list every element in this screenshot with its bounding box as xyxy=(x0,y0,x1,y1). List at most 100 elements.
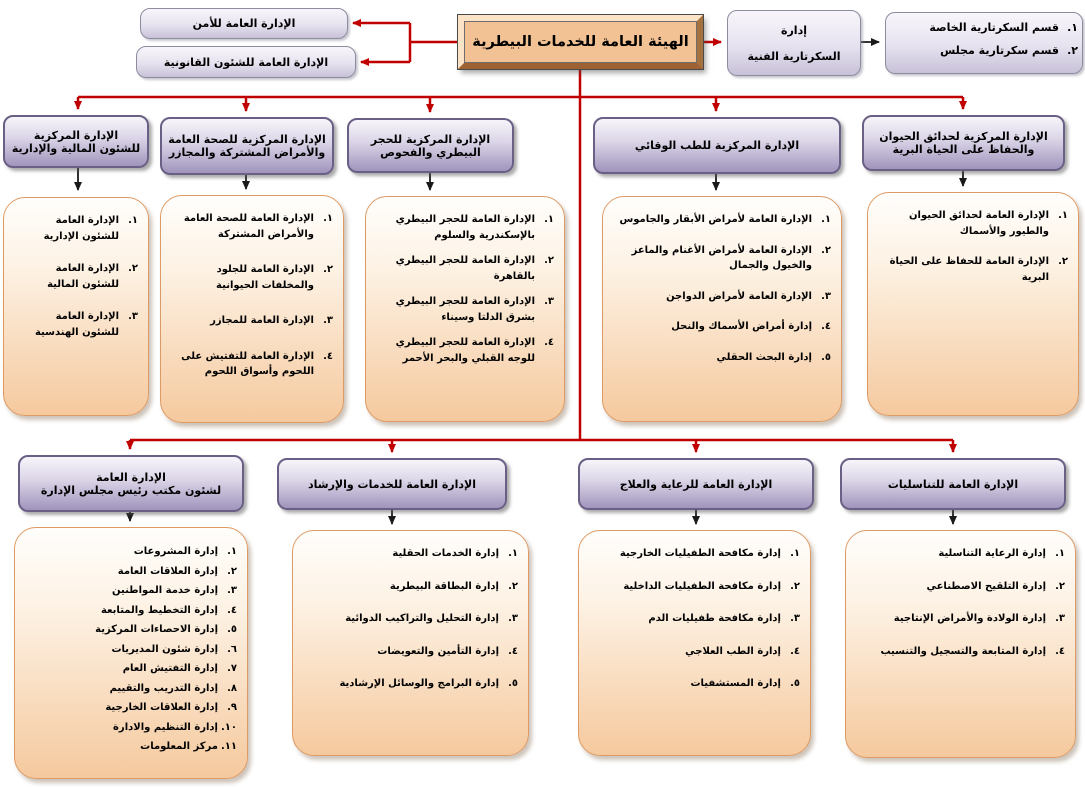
item-number: ١٠. xyxy=(220,721,237,733)
central-preventive-medicine-items: ١.الإدارة العامة لأمراض الأبقار والجاموس… xyxy=(609,212,831,365)
legal-affairs-box: الإدارة العامة للشئون القانونية xyxy=(136,46,356,78)
item-text: الإدارة العامة للحجر البيطري بالقاهرة xyxy=(395,255,535,282)
list-item: ٢.قسم سكرتارية مجلس xyxy=(882,43,1078,58)
item-text: إدارة المستشفيات xyxy=(690,678,781,689)
services-extension-header: الإدارة العامة للخدمات والإرشاد xyxy=(277,458,507,510)
item-text: الإدارة العامة لأمراض الأبقار والجاموس xyxy=(619,214,812,225)
list-item: ٧.إدارة التفتيش العام xyxy=(21,660,237,678)
list-item: ١٠.إدارة التنظيم والادارة xyxy=(21,719,237,737)
central-finance-admin-items: ١.الإدارة العامة للشئون الإدارية ٢.الإدار… xyxy=(34,213,138,340)
item-number: ١. xyxy=(1067,20,1078,34)
item-text: إدارة التلقيح الاصطناعي xyxy=(926,580,1046,592)
item-number: ٤. xyxy=(508,645,518,657)
item-text: إدارة أمراض الأسماك والنحل xyxy=(671,321,812,332)
chairman-office-list: ١.إدارة المشروعات ٢. إدارة العلاقات العامة… xyxy=(14,527,248,779)
title-line: إدارة xyxy=(780,23,807,37)
list-item: ٥.إدارة البرامج والوسائل الإرشادية xyxy=(299,676,518,692)
item-text: الإدارة العامة للحجر البيطري بالإسكندرية… xyxy=(395,214,535,241)
item-number: ٣. xyxy=(821,290,831,302)
list-item: ٤.إدارة أمراض الأسماك والنحل xyxy=(609,319,831,335)
item-text: إدارة التأمين والتعويضات xyxy=(377,645,499,657)
item-text: إدارة البرامج والوسائل الإرشادية xyxy=(339,678,499,689)
item-text: إدارة خدمة المواطنين xyxy=(111,585,218,596)
list-item: ٢.الإدارة العامة للحفاظ على الحياة البري… xyxy=(874,254,1068,285)
list-item: ٢.الإدارة العامة للحجر البيطري بالقاهرة xyxy=(372,253,554,284)
item-text: الإدارة العامة للجلود والمخلفات الحيواني… xyxy=(216,264,314,291)
item-text: إدارة البحث الحقلي xyxy=(716,351,812,363)
item-number: ٥. xyxy=(821,351,831,363)
item-text: إدارة التدريب والتقييم xyxy=(109,682,218,694)
item-number: ٣. xyxy=(1055,613,1065,624)
list-item: ١١.مركز المعلومات xyxy=(21,738,237,756)
list-item: ٣.الإدارة العامة للحجر البيطري بشرق الدل… xyxy=(372,294,554,325)
item-text: إدارة التخطيط والمتابعة xyxy=(100,604,218,616)
title-line: البيطري والفحوص xyxy=(380,145,481,159)
list-item: ٨.إدارة التدريب والتقييم xyxy=(21,680,237,698)
list-item: ١.الإدارة العامة للشئون الإدارية xyxy=(34,213,138,244)
item-number: ٣. xyxy=(227,585,237,596)
item-number: ١. xyxy=(544,214,554,225)
item-number: ٢. xyxy=(508,580,518,592)
list-item: ٢.إدارة التلقيح الاصطناعي xyxy=(852,579,1065,595)
list-item: ٦.إدارة شئون المديريات xyxy=(21,641,237,659)
list-item: ٢. إدارة مكافحة الطفيليات الداخلية xyxy=(585,579,800,595)
item-text: إدارة العلاقات العامة xyxy=(117,565,218,577)
list-item: ٣.إدارة مكافحة طفيليات الدم xyxy=(585,611,800,627)
item-number: ١. xyxy=(1055,548,1065,559)
item-text: إدارة العلاقات الخارجية xyxy=(105,702,218,713)
list-item: ١.الإدارة العامة لأمراض الأبقار والجاموس xyxy=(609,212,831,228)
item-text: الإدارة العامة للحجر البيطري للوجه القبل… xyxy=(395,337,535,364)
list-item: ١. قسم السكرتارية الخاصة xyxy=(882,20,1078,35)
list-item: ٢.الإدارة العامة لأمراض الأغنام والماعز … xyxy=(609,243,831,274)
item-number: ٥. xyxy=(227,624,237,635)
item-text: إدارة شئون المديريات xyxy=(111,643,218,655)
title-line: الإدارة المركزية xyxy=(33,128,119,142)
item-number: ٢. xyxy=(821,244,831,256)
item-text: قسم سكرتارية مجلس xyxy=(940,44,1059,57)
item-number: ٤. xyxy=(1055,645,1065,657)
central-finance-admin-list: ١.الإدارة العامة للشئون الإدارية ٢.الإدار… xyxy=(3,197,149,416)
secretariat-sections-box: ١. قسم السكرتارية الخاصة ٢.قسم سكرتارية مج… xyxy=(885,12,1083,74)
secretariat-sections-list: ١. قسم السكرتارية الخاصة ٢.قسم سكرتارية مج… xyxy=(878,20,1085,67)
list-item: ١. الإدارة العامة لحدائق الحيوان والطيور … xyxy=(874,208,1068,239)
item-number: ٤. xyxy=(790,645,800,657)
list-item: ٥.إدارة المستشفيات xyxy=(585,676,800,692)
item-text: إدارة التنظيم والادارة xyxy=(113,721,218,733)
item-text: قسم السكرتارية الخاصة xyxy=(929,20,1059,34)
title-line: الإدارة المركزية للصحة العامة xyxy=(168,133,326,146)
list-item: ٢.الإدارة العامة للشئون المالية xyxy=(34,261,138,292)
item-number: ١. xyxy=(227,546,237,557)
list-item: ٣.الإدارة العامة لأمراض الدواجن xyxy=(609,289,831,305)
title-line: الإدارة المركزية للطب الوقائي xyxy=(634,139,800,152)
item-text: إدارة مكافحة طفيليات الدم xyxy=(648,613,781,624)
item-number: ٣. xyxy=(508,613,518,624)
item-text: الإدارة العامة لحدائق الحيوان والطيور وا… xyxy=(908,210,1049,237)
reproduction-list: ١.إدارة الرعاية التناسلية ٢.إدارة التلقيح… xyxy=(845,530,1076,758)
item-number: ١. xyxy=(1058,210,1068,221)
item-number: ١١. xyxy=(220,741,237,752)
list-item: ١.إدارة الرعاية التناسلية xyxy=(852,546,1065,562)
item-number: ٢. xyxy=(790,580,800,592)
item-text: إدارة البطاقة البيطرية xyxy=(389,580,499,592)
list-item: ٢. إدارة العلاقات العامة xyxy=(21,563,237,581)
item-text: إدارة التفتيش العام xyxy=(122,663,218,674)
item-number: ٢. xyxy=(227,565,237,577)
item-text: الإدارة العامة للتفتيش على اللحوم وأسواق… xyxy=(181,350,314,378)
reproduction-items: ١.إدارة الرعاية التناسلية ٢.إدارة التلقيح… xyxy=(852,546,1065,659)
item-number: ١. xyxy=(323,213,333,224)
item-text: إدارة مكافحة الطفيليات الداخلية xyxy=(623,580,781,592)
list-item: ١.إدارة المشروعات xyxy=(21,543,237,561)
list-item: ٣.الإدارة العامة للشئون الهندسية xyxy=(34,309,138,340)
list-item: ٣.إدارة الولادة والأمراض الإنتاجية xyxy=(852,611,1065,627)
item-text: إدارة المتابعة والتسجيل والتنسيب xyxy=(880,645,1046,657)
legal-affairs-label: الإدارة العامة للشئون القانونية xyxy=(163,55,329,69)
central-public-health-list: ١.الإدارة العامة للصحة العامة والأمراض ا… xyxy=(160,195,344,423)
title-line: لشئون مكتب رئيس مجلس الإدارة xyxy=(40,483,222,497)
list-item: ٤. إدارة التأمين والتعويضات xyxy=(299,644,518,660)
central-quarantine-list: ١. الإدارة العامة للحجر البيطري بالإسكندر… xyxy=(365,196,565,422)
